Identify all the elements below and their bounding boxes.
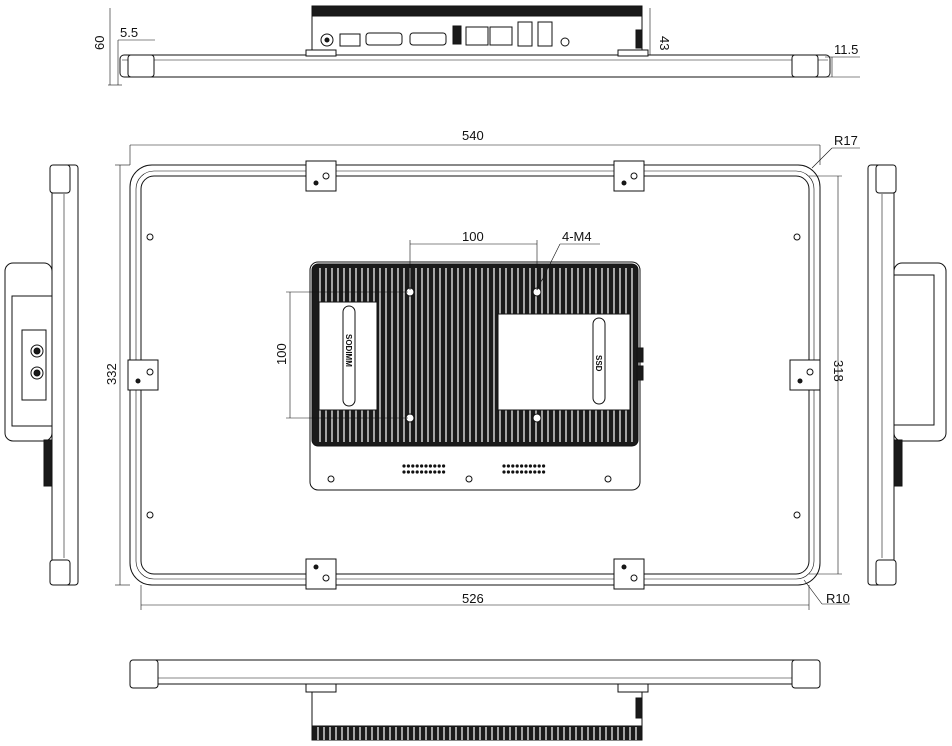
- connector-pin: [533, 464, 537, 468]
- connector-pin: [520, 470, 524, 474]
- connector-pin: [533, 470, 537, 474]
- connector-pin: [515, 464, 519, 468]
- connector-pin: [528, 464, 533, 468]
- connector-pin: [415, 470, 419, 474]
- dim-outer-radius: R17: [834, 133, 858, 148]
- connector-pin: [524, 470, 528, 474]
- connector-pin: [524, 464, 528, 468]
- connector-pin: [506, 464, 510, 468]
- connector-pin: [506, 470, 510, 474]
- io-ports: [320, 21, 643, 49]
- connector-pin: [515, 470, 519, 474]
- connector-pin: [411, 464, 415, 468]
- label-sodimm: SODIMM: [344, 334, 353, 367]
- top-fins: [311, 5, 643, 17]
- bezel-screws: [146, 233, 801, 519]
- dim-inner-width: 526: [462, 591, 484, 606]
- connector-pin: [428, 464, 432, 468]
- rear-view: SODIMM SSD: [104, 128, 860, 610]
- connector-pin: [437, 470, 441, 474]
- dim-top-io-depth: 43: [657, 36, 672, 50]
- dim-top-offset: 5.5: [120, 25, 138, 40]
- connector-pin: [437, 464, 441, 468]
- connector-pin: [433, 464, 437, 468]
- connector-pin: [537, 464, 541, 468]
- dim-top-height: 60: [92, 36, 107, 50]
- connector-pin: [402, 464, 406, 468]
- connector-pin: [528, 470, 533, 474]
- connector-pin: [420, 464, 424, 468]
- mounting-clamps: [127, 160, 821, 590]
- dim-inner-radius: R10: [826, 591, 850, 606]
- dim-inner-height: 318: [831, 360, 846, 382]
- connector-pin: [511, 464, 515, 468]
- dim-right-offset: 11.5: [834, 42, 858, 57]
- connector-pin: [402, 470, 406, 474]
- bottom-fins: [317, 727, 637, 740]
- dim-vesa-vertical: 100: [274, 343, 289, 365]
- connector-pin: [542, 470, 546, 474]
- connector-pin: [542, 464, 546, 468]
- connector-pin: [502, 464, 506, 468]
- connector-pin: [415, 464, 419, 468]
- top-view: 5.5 60 43 11.5: [92, 5, 860, 86]
- bottom-view: [129, 659, 821, 741]
- connector-pin: [411, 470, 415, 474]
- dim-overall-height: 332: [104, 363, 119, 385]
- connector-pin: [406, 470, 410, 474]
- connector-pin: [442, 470, 446, 474]
- dim-vesa-horizontal: 100: [462, 229, 484, 244]
- connector-pin: [537, 470, 541, 474]
- connector-pin: [433, 470, 437, 474]
- left-side-view: [4, 164, 79, 586]
- connector-pin: [520, 464, 524, 468]
- connector-pin: [424, 470, 428, 474]
- connector-pin: [424, 464, 428, 468]
- connector-pin: [502, 470, 506, 474]
- right-side-view: [867, 164, 947, 586]
- connector-pin: [428, 470, 432, 474]
- connector-pin: [406, 464, 410, 468]
- label-ssd: SSD: [594, 355, 603, 372]
- connector-pin: [442, 464, 446, 468]
- dim-overall-width: 540: [462, 128, 484, 143]
- connector-pin: [420, 470, 424, 474]
- connector-pin: [511, 470, 515, 474]
- dim-vesa-screws: 4-M4: [562, 229, 592, 244]
- heatsink-module: SODIMM SSD: [309, 261, 644, 491]
